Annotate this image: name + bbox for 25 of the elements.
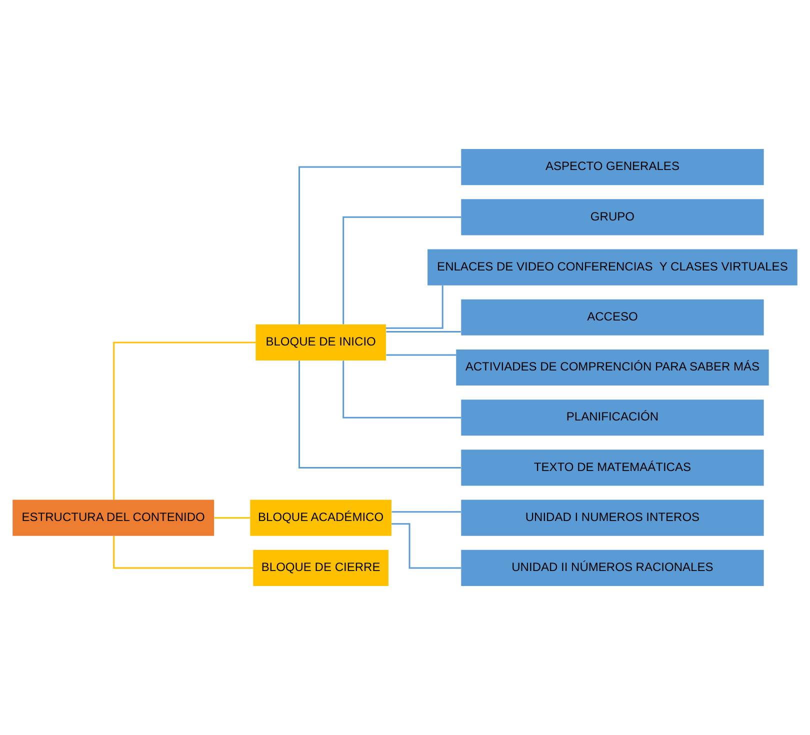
connector	[113, 342, 256, 500]
node-box: ESTRUCTURA DEL CONTENIDO	[12, 500, 214, 536]
connector	[298, 360, 461, 468]
connector	[342, 360, 461, 418]
node-box: BLOQUE DE INICIO	[256, 324, 386, 360]
node-box: UNIDAD II NÚMEROS RACIONALES	[461, 550, 764, 586]
node-box: UNIDAD I NUMEROS INTEROS	[461, 500, 764, 536]
connector	[386, 286, 444, 329]
connector	[386, 331, 461, 332]
node-box: ASPECTO GENERALES	[461, 149, 764, 186]
node-box: TEXTO DE MATEMAÁTICAS	[461, 450, 764, 486]
connector	[113, 536, 254, 569]
connector	[386, 354, 456, 356]
connector	[298, 166, 461, 324]
node-box: PLANIFICACIÓN	[461, 400, 764, 436]
node-box: GRUPO	[461, 199, 764, 236]
node-box: BLOQUE ACADÉMICO	[250, 500, 392, 536]
node-box: BLOQUE DE CIERRE	[253, 550, 388, 586]
connector	[342, 216, 461, 324]
connector	[392, 523, 461, 569]
node-box: ACTIVIADES DE COMPRENCIÓN PARA SABER MÁS	[456, 349, 769, 386]
connector	[392, 511, 461, 513]
connector	[214, 517, 250, 519]
node-box: ACCESO	[461, 299, 764, 336]
node-box: ENLACES DE VIDEO CONFERENCIAS Y CLASES VIRTUALES	[428, 249, 798, 286]
